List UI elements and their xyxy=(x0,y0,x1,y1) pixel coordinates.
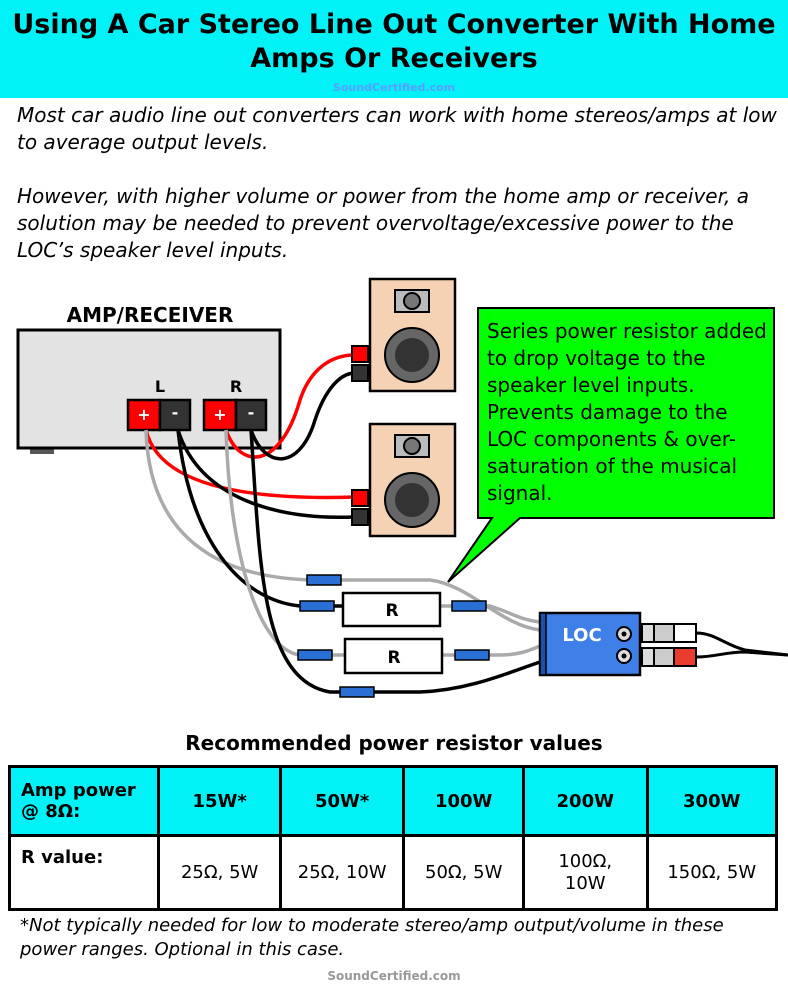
power-cell: 100W xyxy=(402,765,525,837)
callout-text: Series power resistor added to drop volt… xyxy=(487,319,767,505)
speaker-icon xyxy=(351,277,457,393)
value-cell: 150Ω, 5W xyxy=(645,834,778,911)
footnote: *Not typically needed for low to moderat… xyxy=(20,915,724,960)
amp-label: AMP/RECEIVER xyxy=(67,303,234,327)
wire-sleeves xyxy=(297,574,490,698)
loc-converter: LOC xyxy=(538,611,642,677)
table-values-row: R value: 25Ω, 5W 25Ω, 10W 50Ω, 5W 100Ω, … xyxy=(7,834,778,911)
resistor-values-table: Amp power@ 8Ω: 15W* 50W* 100W 200W 300W … xyxy=(7,765,778,911)
speaker-wires xyxy=(144,353,356,520)
right-channel-label: R xyxy=(230,377,242,396)
resistor-label: R xyxy=(385,601,398,621)
watermark-top: SoundCertified.com xyxy=(332,81,456,94)
resistor-label: R xyxy=(387,648,400,668)
power-cell: 300W xyxy=(645,765,778,837)
value-cell: 25Ω, 10W xyxy=(278,834,406,911)
r-value-label: R value: xyxy=(7,834,161,911)
amp-receiver: L R + - + - xyxy=(16,328,282,454)
left-channel-label: L xyxy=(155,377,165,396)
plus-sign: + xyxy=(137,405,150,424)
plus-sign: + xyxy=(213,405,226,424)
title-banner: Using A Car Stereo Line Out Converter Wi… xyxy=(0,0,788,98)
loc-label: LOC xyxy=(562,625,601,646)
page-title: Using A Car Stereo Line Out Converter Wi… xyxy=(0,8,788,76)
value-cell: 50Ω, 5W xyxy=(402,834,525,911)
power-cell: 15W* xyxy=(157,765,282,837)
value-cell: 25Ω, 5W xyxy=(157,834,282,911)
watermark-bottom: SoundCertified.com xyxy=(327,969,461,983)
power-cell: 50W* xyxy=(278,765,406,837)
resistor-icon: R xyxy=(341,591,442,628)
title-line-2: Amps Or Receivers xyxy=(250,43,538,74)
resistor-icon: R xyxy=(343,637,444,675)
title-line-1: Using A Car Stereo Line Out Converter Wi… xyxy=(12,9,776,40)
right-negative-terminal xyxy=(234,398,268,432)
speaker-icon xyxy=(351,422,457,538)
intro-paragraph-1: Most car audio line out converters can w… xyxy=(17,103,777,154)
amp-power-label: Amp power@ 8Ω: xyxy=(7,765,161,837)
loc-input-wires xyxy=(144,429,541,694)
minus-sign: - xyxy=(172,403,179,422)
table-header-row: Amp power@ 8Ω: 15W* 50W* 100W 200W 300W xyxy=(7,765,778,837)
left-negative-terminal xyxy=(158,398,192,432)
intro-paragraph-2: However, with higher volume or power fro… xyxy=(17,184,749,262)
minus-sign: - xyxy=(248,403,255,422)
callout-bubble xyxy=(447,307,775,583)
rca-plug-icon xyxy=(641,623,788,667)
value-cell: 100Ω, 10W xyxy=(521,834,649,911)
table-title: Recommended power resistor values xyxy=(185,731,603,755)
power-cell: 200W xyxy=(521,765,649,837)
wiring-diagram: AMP/RECEIVER L R + - + - xyxy=(16,277,788,698)
